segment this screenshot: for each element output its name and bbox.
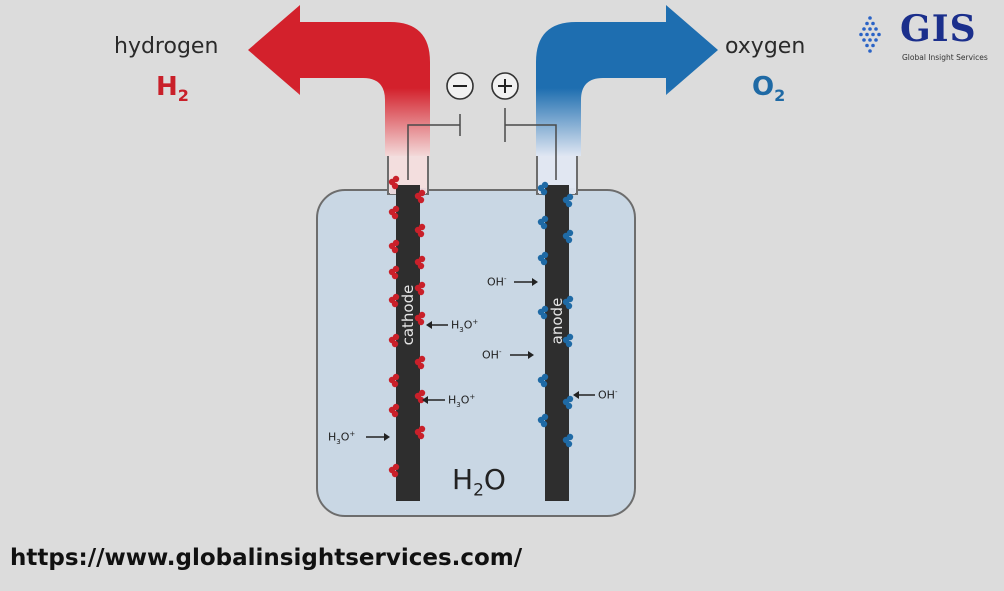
hydrogen-outflow-arrow [248, 5, 430, 156]
hydronium-ion-label: H3O+ [451, 318, 479, 334]
gas-bubble [562, 295, 574, 310]
gas-bubble [537, 305, 549, 320]
anode-wire [505, 124, 557, 180]
gas-bubbles [388, 175, 574, 478]
hydroxide-ion-label: OH- [482, 348, 502, 362]
cathode-electrode [396, 185, 420, 501]
cathode-label: cathode [399, 284, 417, 346]
hydronium-ion-label: H3O+ [328, 430, 356, 446]
gas-bubble [414, 389, 426, 404]
gas-bubble [388, 175, 400, 190]
hydronium-ion-label: H3O+ [448, 393, 476, 409]
oxygen-formula: O2 [752, 72, 786, 106]
oxygen-outflow-arrow [536, 5, 718, 156]
gas-bubble [414, 223, 426, 238]
gas-bubble [414, 355, 426, 370]
logo-globe-icon [859, 16, 881, 53]
gas-bubble [388, 239, 400, 254]
gas-bubble [562, 395, 574, 410]
gas-bubble [537, 373, 549, 388]
gas-bubble [537, 251, 549, 266]
hydrogen-label: hydrogen [114, 34, 219, 59]
logo-subtitle: Global Insight Services [902, 53, 988, 62]
anode-label: anode [548, 297, 566, 345]
gas-bubble [388, 205, 400, 220]
gas-bubble [562, 229, 574, 244]
gas-bubble [414, 281, 426, 296]
gas-bubble [562, 193, 574, 208]
hydroxide-ion-label: OH- [487, 275, 507, 289]
gas-bubble [562, 433, 574, 448]
gas-bubble [562, 333, 574, 348]
gas-bubble [388, 265, 400, 280]
ion-arrows [366, 278, 595, 441]
gas-bubble [537, 413, 549, 428]
gas-bubble [388, 403, 400, 418]
logo-text: GIS [900, 8, 977, 50]
gas-bubble [388, 463, 400, 478]
gas-bubble [388, 293, 400, 308]
gas-bubble [537, 215, 549, 230]
water-formula: H2O [452, 463, 506, 501]
hydroxide-ion-label: OH- [598, 388, 618, 402]
gas-bubble [414, 189, 426, 204]
gas-bubble [537, 181, 549, 196]
footer-url[interactable]: https://www.globalinsightservices.com/ [10, 545, 523, 571]
gas-bubble [414, 255, 426, 270]
gas-bubble [388, 333, 400, 348]
hydrogen-formula: H2 [156, 72, 189, 106]
cathode-wire [407, 124, 460, 180]
oxygen-label: oxygen [725, 34, 806, 59]
gas-bubble [414, 425, 426, 440]
gas-bubble [388, 373, 400, 388]
gas-bubble [414, 311, 426, 326]
